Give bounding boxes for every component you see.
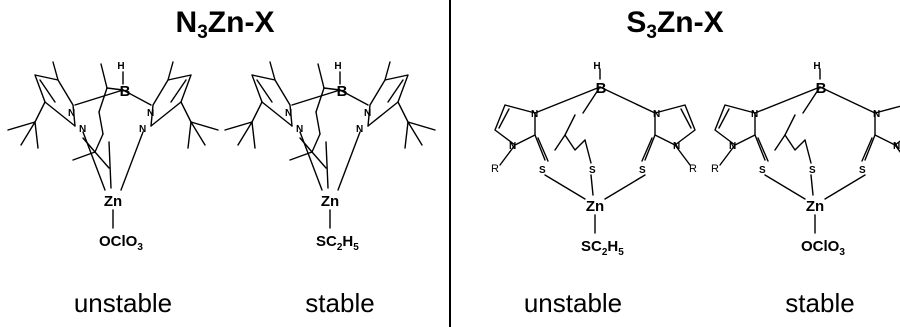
svg-text:S: S bbox=[539, 165, 546, 176]
svg-text:N: N bbox=[147, 108, 154, 119]
svg-text:N: N bbox=[673, 141, 680, 152]
svg-text:N: N bbox=[893, 141, 900, 152]
svg-text:H: H bbox=[334, 61, 341, 72]
structure-s3-sc2h5: H B N N N N R R S S S Zn SC2H5 bbox=[491, 61, 697, 258]
label-s3-unstable: unstable bbox=[523, 288, 623, 318]
label-s3-stable: stable bbox=[785, 288, 855, 318]
svg-text:Zn: Zn bbox=[321, 193, 339, 210]
svg-text:R: R bbox=[491, 163, 499, 175]
svg-text:S: S bbox=[759, 165, 766, 176]
svg-text:Zn: Zn bbox=[806, 198, 824, 215]
svg-text:Zn: Zn bbox=[586, 198, 604, 215]
svg-text:Zn: Zn bbox=[104, 193, 122, 210]
svg-text:R: R bbox=[689, 163, 697, 175]
svg-text:B: B bbox=[596, 80, 607, 97]
svg-text:H: H bbox=[117, 61, 124, 72]
svg-text:R: R bbox=[711, 163, 719, 175]
svg-text:N: N bbox=[531, 109, 538, 120]
svg-text:SC2H5: SC2H5 bbox=[581, 238, 624, 258]
svg-text:S: S bbox=[589, 165, 596, 176]
svg-text:SC2H5: SC2H5 bbox=[316, 233, 359, 253]
svg-text:N: N bbox=[285, 108, 292, 119]
svg-text:N: N bbox=[653, 109, 660, 120]
svg-text:N: N bbox=[68, 108, 75, 119]
svg-text:N: N bbox=[873, 109, 880, 120]
structure-n3-oclo3: H B N N N N Zn OClO3 bbox=[7, 61, 219, 253]
label-n3-stable: stable bbox=[305, 288, 375, 318]
svg-text:OClO3: OClO3 bbox=[801, 238, 845, 258]
svg-text:H: H bbox=[813, 61, 820, 72]
svg-text:OClO3: OClO3 bbox=[99, 233, 143, 253]
svg-text:N: N bbox=[296, 124, 303, 135]
svg-text:B: B bbox=[337, 83, 348, 100]
svg-text:N: N bbox=[509, 141, 516, 152]
panel-title-s3zn: S3Zn-X bbox=[626, 6, 724, 43]
structure-s3-oclo3: H B N N N N R S S S Zn OClO3 bbox=[711, 61, 900, 258]
svg-text:N: N bbox=[356, 124, 363, 135]
svg-text:S: S bbox=[639, 165, 646, 176]
svg-text:N: N bbox=[729, 141, 736, 152]
panel-divider bbox=[449, 0, 451, 327]
label-n3-unstable: unstable bbox=[73, 288, 173, 318]
svg-text:N: N bbox=[139, 124, 146, 135]
svg-text:B: B bbox=[816, 80, 827, 97]
svg-text:S: S bbox=[809, 165, 816, 176]
svg-text:N: N bbox=[79, 124, 86, 135]
svg-text:N: N bbox=[751, 109, 758, 120]
panel-title-n3zn: N3Zn-X bbox=[175, 6, 275, 43]
svg-text:H: H bbox=[593, 61, 600, 72]
svg-text:N: N bbox=[364, 108, 371, 119]
svg-text:B: B bbox=[120, 83, 131, 100]
svg-text:S: S bbox=[859, 165, 866, 176]
structure-n3-sc2h5: H B N N N N Zn SC2H5 bbox=[224, 61, 436, 253]
